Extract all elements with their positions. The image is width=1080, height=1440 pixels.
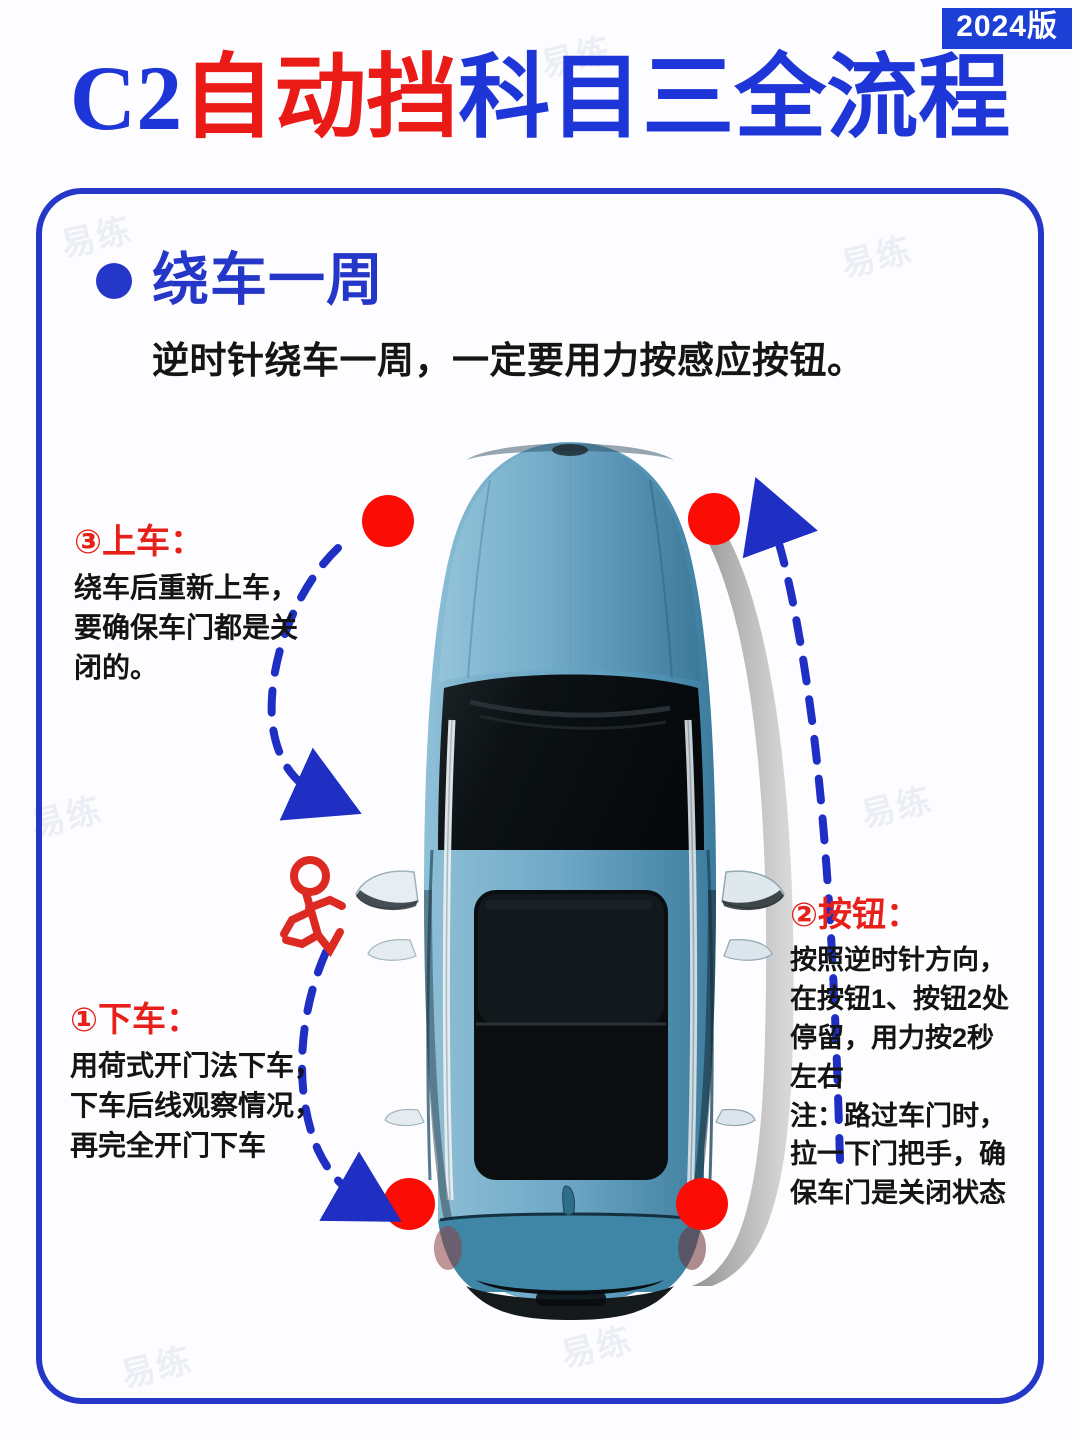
step-number: ③ [74, 523, 102, 560]
step-title: 下车： [97, 1001, 200, 1039]
step-number: ① [70, 1001, 98, 1038]
annotation-line: 保车门是关闭状态 [790, 1178, 1006, 1209]
title-part-c2: C2 [69, 47, 183, 149]
annotation-line: 拉一下门把手，确 [790, 1139, 1006, 1170]
section-title: 绕车一周 [152, 248, 384, 312]
content-frame [36, 188, 1044, 1404]
annotation-line: 再完全开门下车 [70, 1129, 267, 1161]
annotation-board-vehicle: ③上车： 绕车后重新上车， 要确保车门都是关 闭的。 [74, 522, 334, 687]
annotation-line: 用荷式开门法下车， [70, 1050, 323, 1082]
tail-light-left [434, 1226, 462, 1270]
page-title: C2自动挡科目三全流程 [0, 52, 1080, 144]
annotation-line: 绕车后重新上车， [74, 572, 299, 604]
car-roof-front [438, 850, 704, 882]
annotation-line: 注：路过车门时， [790, 1100, 1006, 1131]
annotation-heading: ②按钮： [790, 895, 1060, 935]
bullet-dot-icon [96, 262, 132, 299]
rear-fin [562, 1185, 575, 1216]
annotation-body: 绕车后重新上车， 要确保车门都是关 闭的。 [74, 568, 334, 687]
annotation-line: 下车后线观察情况， [70, 1089, 323, 1121]
annotation-line: 闭的。 [74, 651, 159, 683]
section-subtitle: 逆时针绕车一周，一定要用力按感应按钮。 [152, 340, 865, 381]
version-badge: 2024版 [942, 8, 1072, 49]
annotation-line: 左右 [790, 1061, 844, 1092]
annotation-exit-vehicle: ①下车： 用荷式开门法下车， 下车后线观察情况， 再完全开门下车 [70, 1000, 360, 1165]
annotation-line: 按照逆时针方向， [790, 945, 1006, 976]
front-badge [552, 444, 588, 456]
door-handle-front-left [367, 939, 417, 961]
step-number: ② [790, 896, 818, 933]
door-handle-rear-right [715, 1108, 756, 1127]
annotation-line: 要确保车门都是关 [74, 611, 299, 643]
annotation-body: 用荷式开门法下车， 下车后线观察情况， 再完全开门下车 [70, 1046, 360, 1165]
car-top-view-illustration [340, 420, 800, 1320]
wipers [469, 699, 671, 718]
tail-light-right [678, 1226, 706, 1270]
annotation-line: 在按钮1、按钮2处 [790, 983, 1010, 1014]
section-heading: 绕车一周 [96, 252, 384, 309]
annotation-heading: ①下车： [70, 1000, 360, 1040]
annotation-line: 停留，用力按2秒 [790, 1022, 995, 1053]
step-title: 按钮： [817, 896, 920, 934]
annotation-body: 按照逆时针方向， 在按钮1、按钮2处 停留，用力按2秒 左右 注：路过车门时， … [790, 941, 1060, 1213]
annotation-heading: ③上车： [74, 522, 334, 562]
door-handle-rear-left [384, 1108, 425, 1127]
trunk-lid [438, 1212, 702, 1292]
door-gap-left [426, 849, 434, 1181]
title-part-subject: 科目三全流程 [458, 47, 1011, 149]
step-title: 上车： [101, 523, 204, 561]
door-handle-front-right [723, 939, 773, 961]
annotation-sensor-button: ②按钮： 按照逆时针方向， 在按钮1、按钮2处 停留，用力按2秒 左右 注：路过… [790, 895, 1060, 1213]
title-part-auto: 自动挡 [182, 47, 459, 149]
windshield [438, 674, 704, 850]
